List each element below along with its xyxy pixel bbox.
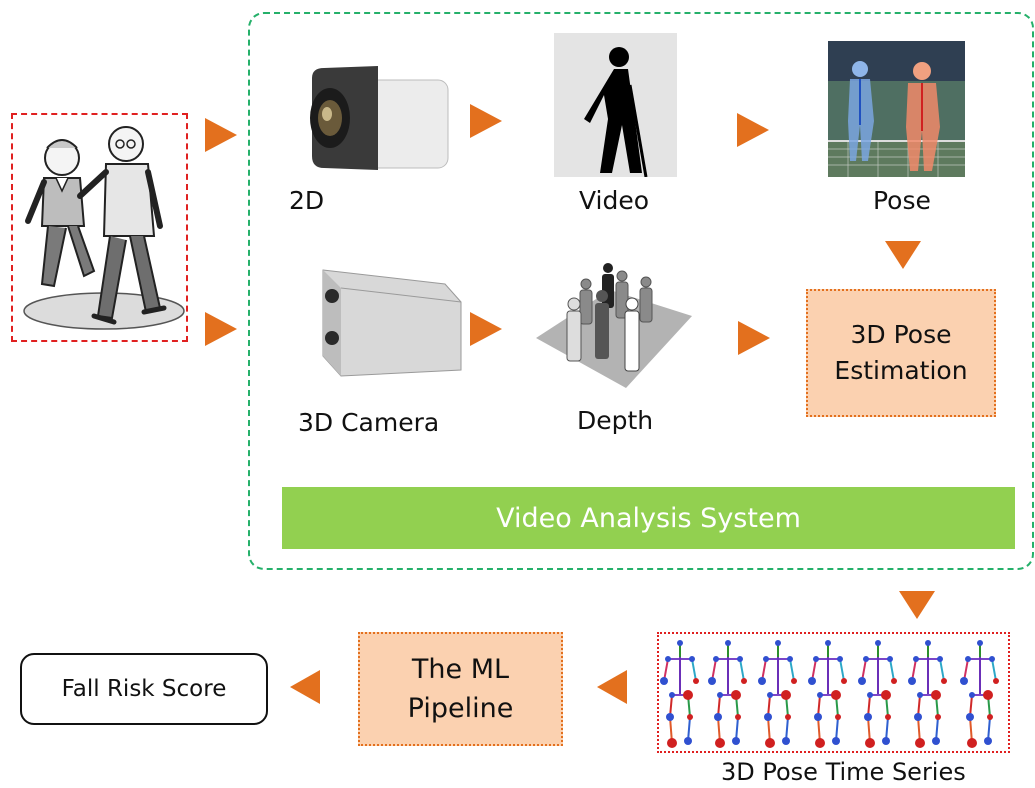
arrow-to-2d-camera	[205, 118, 237, 152]
arrow-series-to-ml	[597, 670, 627, 704]
depth-silhouettes-icon	[536, 263, 692, 388]
walking-cane-silhouette-icon	[584, 47, 648, 177]
pose-estimation-line1: 3D Pose	[850, 319, 952, 349]
label-3d-camera: 3D Camera	[298, 408, 440, 437]
arrow-to-3d-camera	[205, 312, 237, 346]
ml-pipeline-line2: Pipeline	[407, 693, 514, 724]
label-2d: 2D	[289, 186, 325, 215]
label-time-series: 3D Pose Time Series	[721, 758, 966, 786]
pose-estimation-line2: Estimation	[834, 356, 968, 385]
3d-camera-icon	[322, 269, 462, 377]
elderly-couple-walking-icon	[23, 126, 185, 330]
video-analysis-system-bar: Video Analysis System	[282, 487, 1015, 549]
skeleton-sequence-icon	[660, 639, 1000, 749]
ml-pipeline-line1: The ML	[411, 653, 510, 685]
arrow-2d-to-video	[470, 104, 502, 138]
elders-image-frame	[11, 113, 188, 342]
video-analysis-system-frame	[248, 12, 1034, 570]
label-depth: Depth	[577, 406, 654, 435]
pose-estimation-box: 3D Pose Estimation	[806, 289, 996, 417]
fall-risk-score-box: Fall Risk Score	[20, 653, 268, 725]
arrow-pose-to-estimation	[885, 241, 921, 269]
time-series-frame	[657, 632, 1010, 753]
label-pose: Pose	[873, 186, 931, 215]
2d-camera-icon	[310, 66, 449, 170]
arrow-to-time-series	[899, 591, 935, 619]
arrow-3d-to-depth	[470, 312, 502, 346]
ml-pipeline-box: The ML Pipeline	[358, 632, 563, 746]
pose-overlay-photo-icon	[828, 41, 965, 177]
arrow-video-to-pose	[737, 113, 769, 147]
arrow-depth-to-estimation	[738, 321, 770, 355]
label-video: Video	[579, 186, 650, 215]
arrow-ml-to-score	[290, 670, 320, 704]
